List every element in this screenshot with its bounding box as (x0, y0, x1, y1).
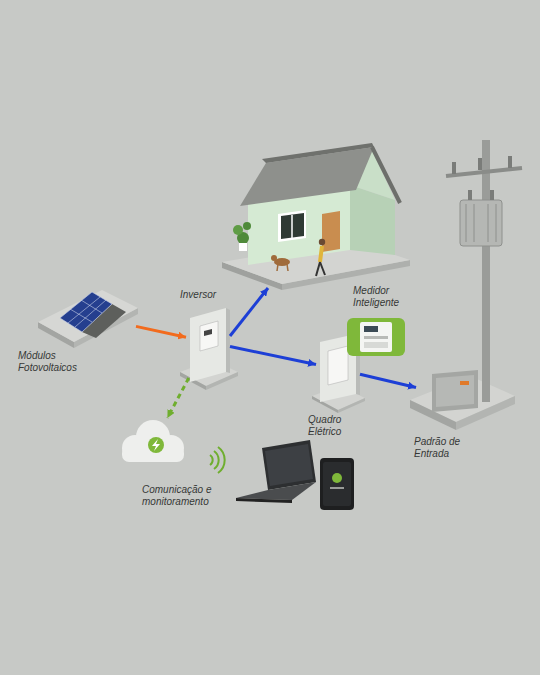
utility-pole (432, 370, 478, 412)
utility-pole (446, 168, 522, 176)
phone-icon (330, 487, 344, 489)
house (320, 262, 325, 275)
solar-slab (38, 290, 138, 342)
house (262, 143, 374, 163)
flow-connector (167, 378, 188, 418)
inverter-stand (226, 308, 230, 373)
smart-meter-card (364, 336, 388, 339)
utility-pole (460, 200, 502, 246)
house (322, 211, 340, 252)
smart-meter: Medidor Inteligente (345, 316, 407, 356)
cloud-icon (122, 420, 184, 462)
wifi-icon (210, 455, 213, 465)
node-label: Padrão de Entrada (414, 436, 464, 460)
flow-connector (136, 326, 186, 337)
wifi-icon (210, 447, 225, 473)
house (277, 264, 278, 271)
utility-pole (482, 140, 490, 402)
house (233, 225, 243, 235)
smart-meter-card (364, 342, 388, 348)
switchboard-stand (328, 346, 348, 385)
house (319, 239, 325, 245)
house (320, 246, 322, 262)
utility-pole (436, 375, 474, 407)
wifi-icon (218, 447, 225, 473)
inverter-stand (180, 308, 238, 390)
solar-slab (60, 292, 112, 332)
flow-connector (230, 347, 316, 365)
smart-meter-card (360, 322, 392, 352)
utility-pole (478, 158, 482, 170)
laptop-icon (236, 498, 292, 503)
utility-pole (466, 204, 467, 242)
switchboard-stand (338, 398, 365, 413)
laptop-icon (236, 482, 316, 500)
cloud-icon (152, 439, 160, 451)
inverter-stand (200, 321, 218, 351)
house (316, 262, 320, 276)
house-wire (230, 288, 268, 336)
utility-pole (488, 204, 489, 242)
house-wire (230, 288, 268, 336)
pv-modules: Módulos Fotovoltaicos (40, 286, 136, 346)
house (291, 215, 293, 238)
smart-meter-card (364, 326, 378, 332)
node-label: Inversor (180, 289, 240, 301)
inverter-stand (204, 329, 212, 336)
house (281, 213, 304, 239)
laptop-icon (236, 440, 316, 503)
node-label: Quadro Elétrico (308, 414, 358, 438)
utility-pole (474, 204, 475, 242)
house (372, 147, 400, 203)
node-label: Medidor Inteligente (353, 285, 415, 309)
phone-icon (332, 473, 342, 483)
wifi-icon (214, 451, 219, 469)
phone-icon (323, 462, 351, 506)
utility-pole (460, 381, 469, 385)
phone-icon (320, 458, 354, 510)
flow-connector (360, 374, 416, 387)
switchboard: Quadro Elétrico (316, 334, 360, 404)
inverter-stand (190, 308, 226, 382)
node-label: Comunicação e monitoramento (142, 484, 226, 508)
solar-slab (75, 300, 106, 327)
smart-meter-card (347, 318, 405, 356)
utility-pole (508, 156, 512, 168)
service-entrance: Padrão de Entrada (416, 368, 504, 428)
house (287, 264, 288, 271)
house (271, 255, 277, 261)
utility-pole (496, 204, 497, 242)
house (278, 210, 306, 242)
laptop-icon (265, 444, 313, 486)
utility-pole (452, 162, 456, 174)
solar-slab (70, 309, 92, 322)
inverter: Inversor (186, 306, 230, 378)
house (243, 222, 251, 230)
utility-pole (490, 190, 494, 200)
phone-icon (320, 458, 354, 510)
solar-slab (81, 300, 102, 313)
house (222, 143, 410, 290)
smart-meter-card (347, 318, 405, 356)
laptop-icon (262, 440, 316, 490)
monitoring-cloud: Comunicação e monitoramento (118, 418, 190, 468)
utility-pole (410, 140, 522, 430)
node-label: Módulos Fotovoltaicos (18, 350, 88, 374)
cloud-icon (148, 437, 164, 453)
solar-slab (38, 290, 138, 348)
house (239, 243, 247, 251)
utility-pole (468, 190, 472, 200)
